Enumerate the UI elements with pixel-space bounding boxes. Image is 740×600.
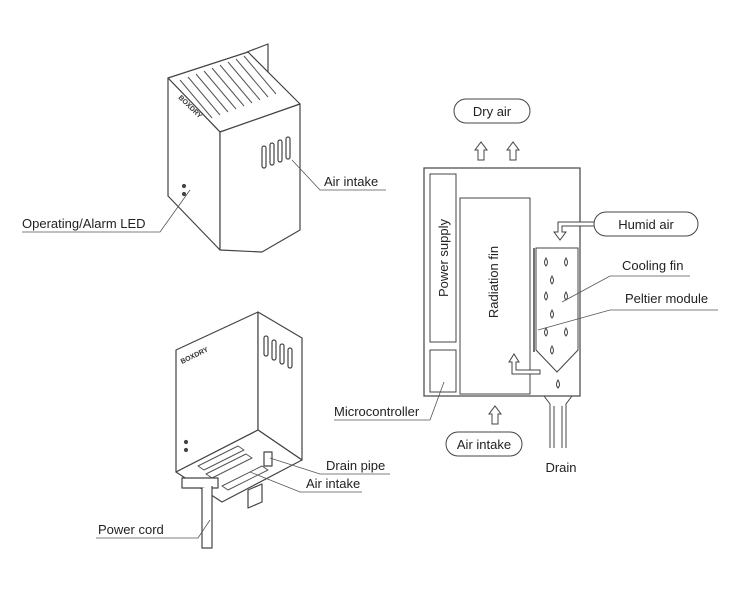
drain-channel <box>543 395 573 448</box>
top-vent-grille <box>179 55 277 119</box>
connector-block <box>181 477 219 489</box>
label-peltier-module: Peltier module <box>625 291 708 306</box>
label-radiation-fin: Radiation fin <box>486 246 501 318</box>
cooling-fin-block <box>535 247 579 373</box>
humid-air-arrow <box>553 221 597 241</box>
led-dot <box>183 439 189 445</box>
label-dry-air: Dry air <box>473 104 512 119</box>
label-operating-alarm-led: Operating/Alarm LED <box>22 216 146 231</box>
label-air-intake-schematic: Air intake <box>457 437 511 452</box>
led-dot <box>183 447 189 453</box>
air-intake-arrow <box>488 405 502 425</box>
droplets <box>544 257 568 389</box>
label-humid-air: Humid air <box>618 217 674 232</box>
dry-air-pill <box>453 98 531 124</box>
led-dot <box>181 183 187 189</box>
device-bottom-illustration <box>175 311 303 549</box>
label-air-intake-bottom: Air intake <box>306 476 360 491</box>
side-face <box>219 103 301 253</box>
label-power-supply: Power supply <box>436 218 451 297</box>
air-intake-pill <box>445 431 523 457</box>
label-microcontroller: Microcontroller <box>334 404 420 419</box>
label-power-cord: Power cord <box>98 522 164 537</box>
power-cord <box>201 486 213 549</box>
label-cooling-fin: Cooling fin <box>622 258 683 273</box>
drain-pipe-stub <box>263 451 273 467</box>
label-drain-pipe: Drain pipe <box>326 458 385 473</box>
side-vents <box>263 335 293 369</box>
callout-lines-bottom <box>96 457 390 539</box>
internal-airflow-arrow <box>508 353 541 375</box>
label-air-intake-top: Air intake <box>324 174 378 189</box>
bottom-intake-slots <box>197 445 269 491</box>
mounting-tab <box>247 483 263 509</box>
label-drain: Drain <box>545 460 576 475</box>
dry-air-arrows <box>474 141 520 161</box>
humid-air-pill <box>593 211 699 237</box>
led-dot <box>181 191 187 197</box>
callout-lines-top <box>22 159 386 233</box>
callout-lines-schematic <box>334 275 718 421</box>
power-supply-block <box>429 173 457 343</box>
side-vents <box>261 136 291 169</box>
device-top-illustration <box>167 43 301 253</box>
